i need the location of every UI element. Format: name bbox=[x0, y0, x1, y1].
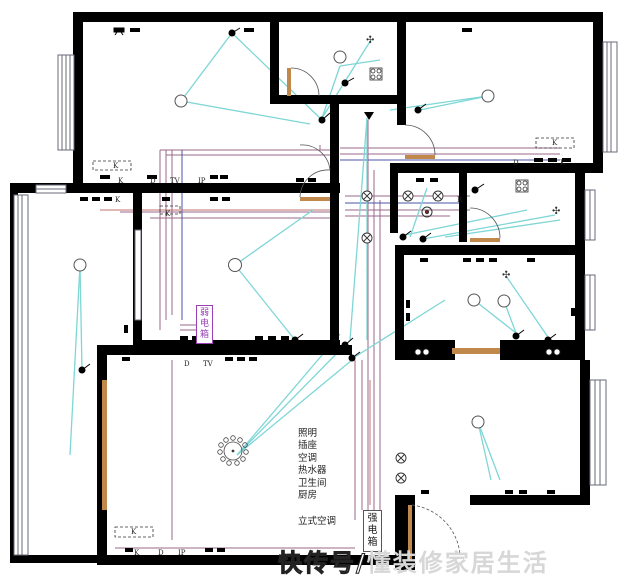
svg-text:IP: IP bbox=[178, 549, 186, 557]
weak-current-box: 弱电箱 bbox=[196, 305, 213, 344]
svg-text:TV: TV bbox=[203, 360, 214, 368]
circuit-lines bbox=[115, 120, 560, 549]
svg-text:D: D bbox=[158, 549, 164, 557]
switches bbox=[78, 27, 557, 374]
circuit-legend: 照明 插座 空调 热水器 卫生间 厨房 立式空调 bbox=[298, 428, 336, 529]
legend-item-lighting: 照明 bbox=[298, 428, 318, 439]
ac-units bbox=[92, 137, 575, 538]
legend-item-bathroom: 卫生间 bbox=[298, 477, 327, 489]
svg-text:D: D bbox=[184, 360, 190, 368]
svg-text:✣: ✣ bbox=[366, 35, 374, 46]
floor-outlets bbox=[414, 348, 561, 356]
svg-text:TV: TV bbox=[170, 177, 181, 185]
svg-text:K: K bbox=[115, 196, 121, 204]
svg-text:K: K bbox=[552, 139, 558, 147]
legend-item-outlets: 插座 bbox=[298, 440, 318, 452]
watermark-source: 快传号/ bbox=[278, 549, 367, 578]
windows bbox=[13, 41, 618, 556]
legend-item-ac: 空调 bbox=[298, 452, 318, 464]
watermark: 快传号/懂装修家居生活 bbox=[278, 543, 549, 578]
svg-text:K: K bbox=[118, 177, 124, 185]
watermark-channel: 懂装修家居生活 bbox=[366, 549, 549, 577]
down-triangle-icon bbox=[364, 112, 374, 120]
svg-text:K: K bbox=[165, 210, 171, 218]
bath-heaters bbox=[369, 67, 529, 193]
legend-item-standing-ac: 立式空调 bbox=[298, 516, 337, 528]
blue-circuit-lines bbox=[181, 150, 560, 320]
chandelier-icon bbox=[217, 435, 249, 466]
svg-text:K: K bbox=[134, 549, 140, 557]
svg-text:D: D bbox=[150, 177, 156, 185]
strong-current-box: 强电箱 bbox=[363, 510, 382, 552]
x-circle-fixtures bbox=[361, 190, 444, 484]
svg-text:K: K bbox=[113, 162, 119, 170]
svg-text:R: R bbox=[457, 196, 463, 204]
doors bbox=[102, 67, 501, 560]
ceiling-point bbox=[421, 206, 433, 218]
svg-text:IP: IP bbox=[198, 177, 206, 185]
legend-item-water-heater: 热水器 bbox=[298, 465, 327, 477]
legend-item-kitchen: 厨房 bbox=[298, 490, 318, 502]
svg-text:K: K bbox=[560, 159, 566, 167]
svg-text:✣: ✣ bbox=[502, 270, 510, 281]
exhaust-fans: ✣ ✣ ✣ bbox=[366, 35, 560, 281]
svg-text:✣: ✣ bbox=[552, 206, 560, 217]
svg-text:D: D bbox=[513, 159, 519, 167]
outlet-labels: K K D TV IP K K K K D D TV K K D IP R bbox=[113, 139, 566, 557]
svg-text:K: K bbox=[131, 528, 137, 536]
ceiling-lights bbox=[73, 50, 511, 429]
sockets bbox=[80, 27, 575, 552]
